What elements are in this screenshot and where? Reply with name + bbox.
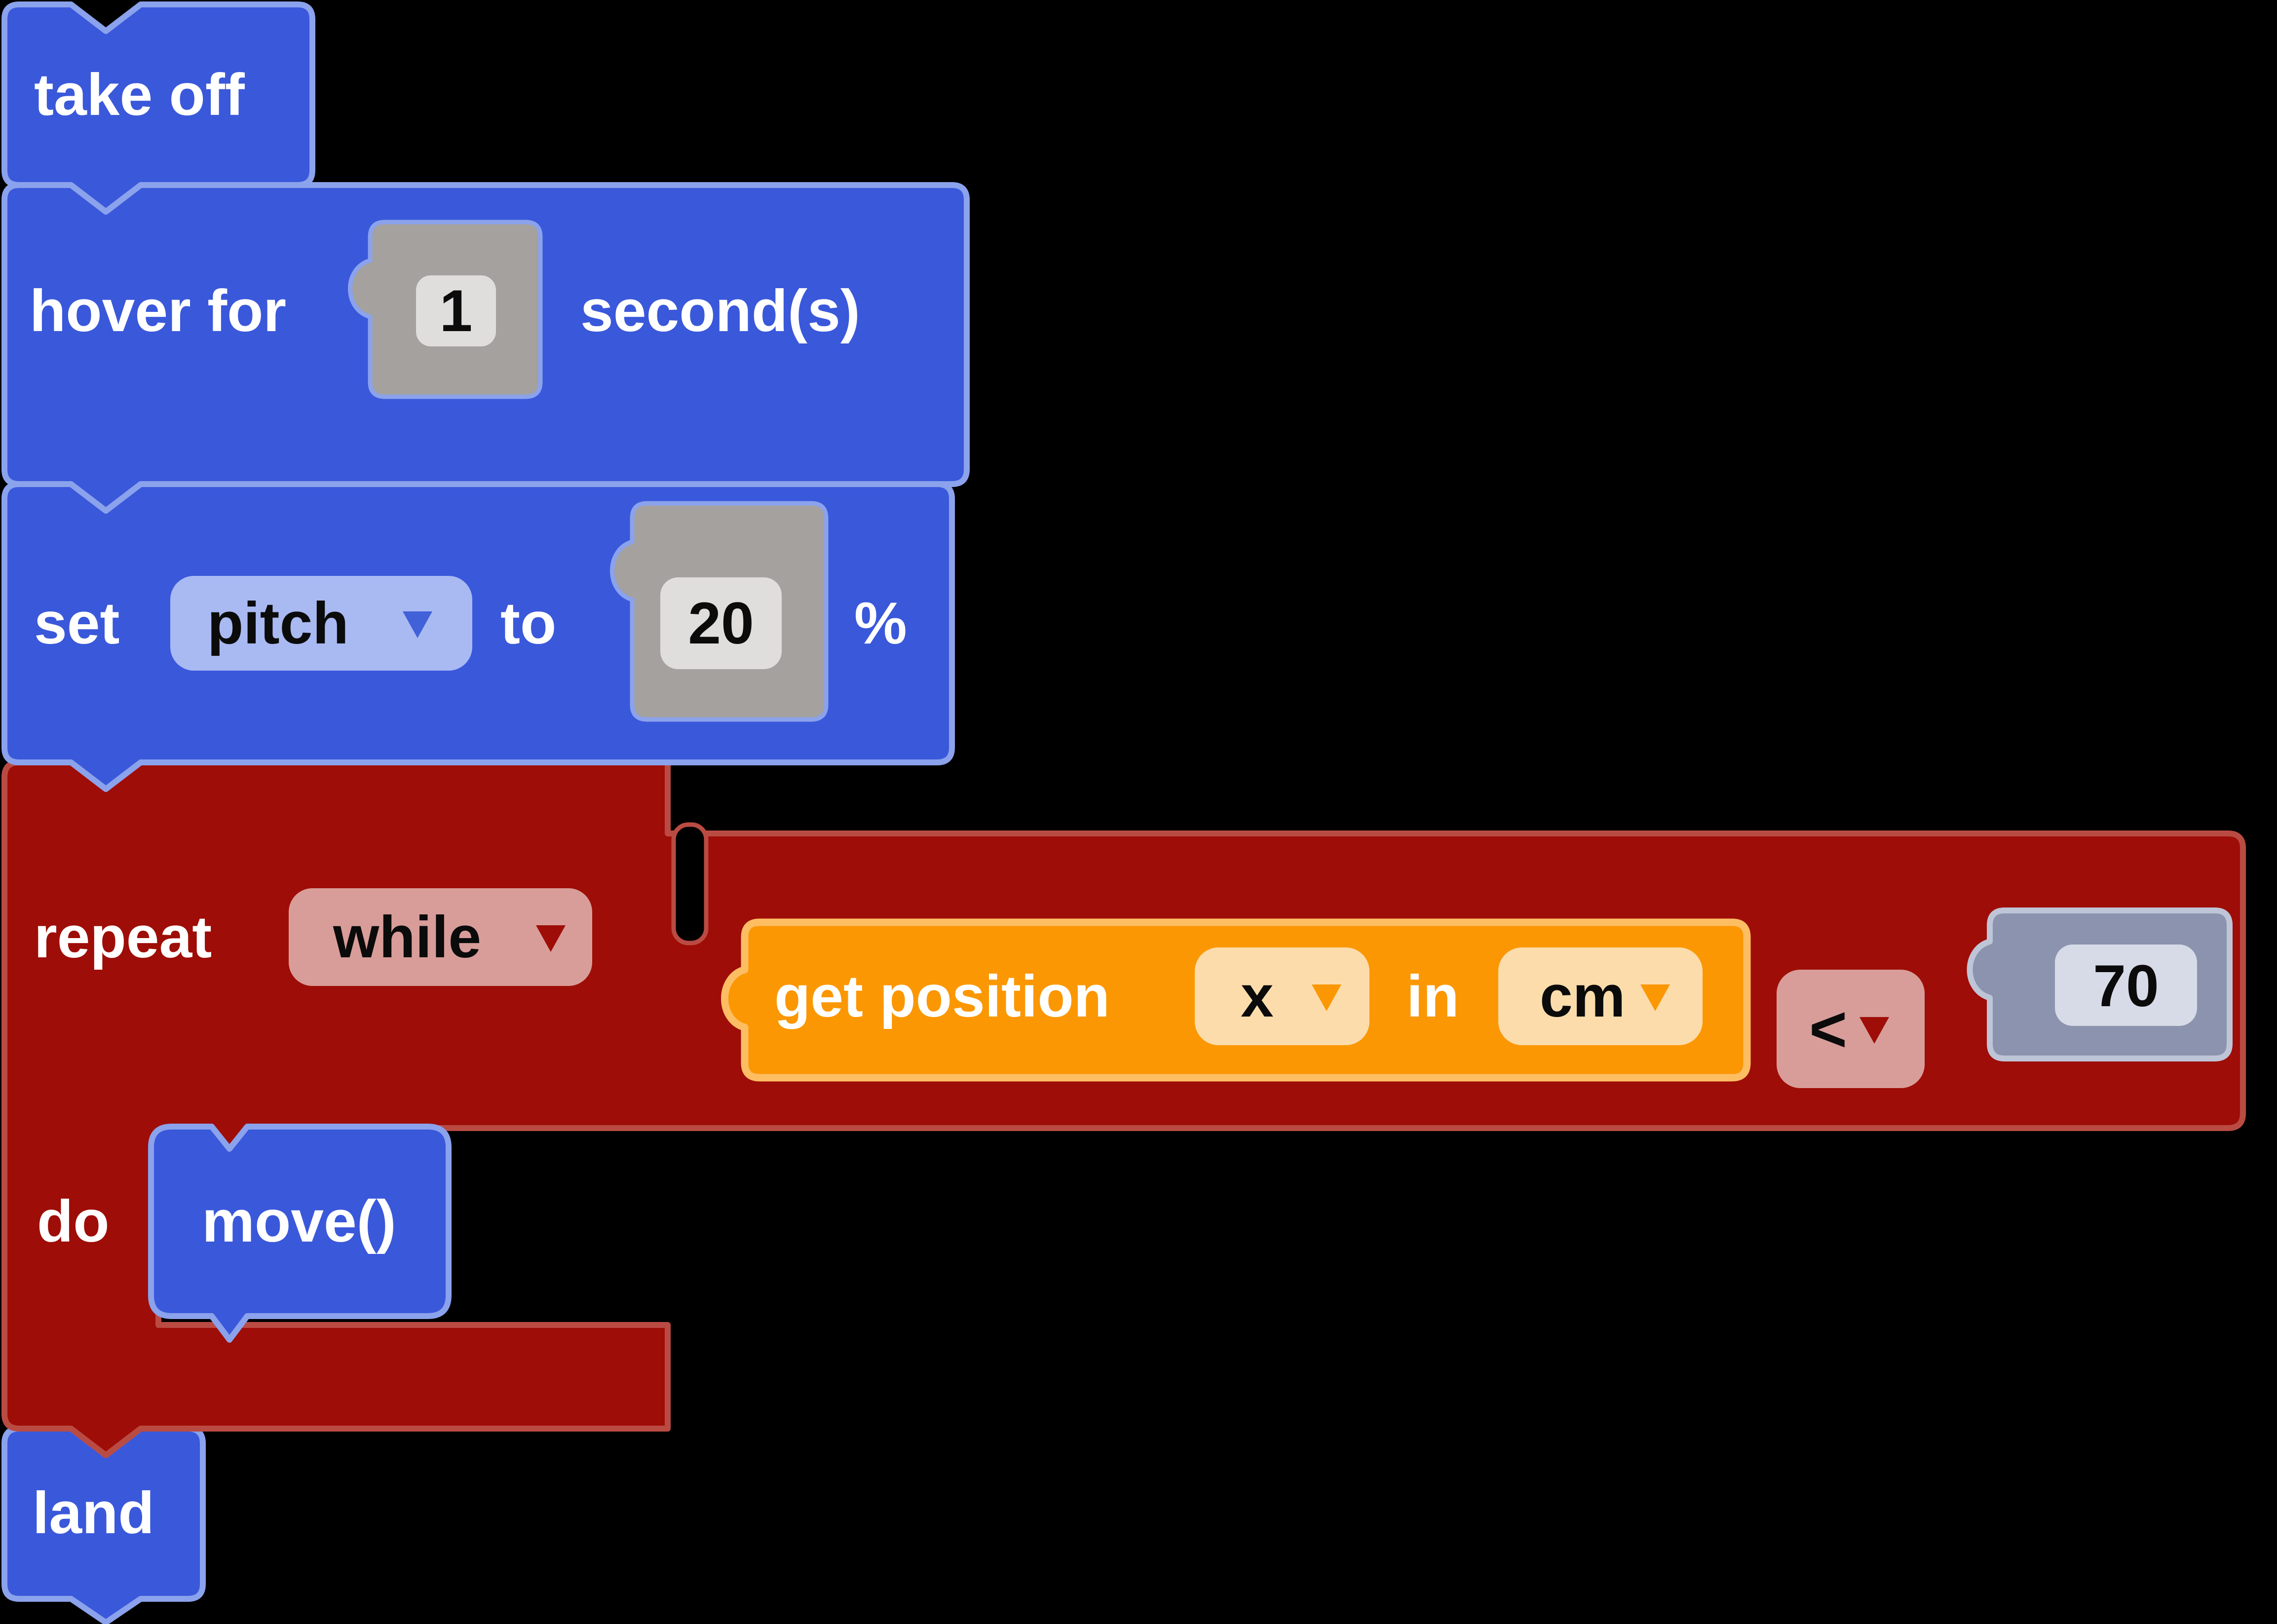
dropdown-arrow-icon xyxy=(1860,1017,1889,1044)
set-label: set xyxy=(34,590,119,656)
unit-dropdown[interactable]: cm xyxy=(1498,947,1703,1045)
do-label: do xyxy=(37,1188,110,1254)
move-call-label: move() xyxy=(202,1188,396,1254)
dropdown-arrow-icon xyxy=(1312,984,1341,1011)
block-take-off[interactable]: take off xyxy=(1,1,315,215)
repeat-block-shape[interactable] xyxy=(1,759,2246,1458)
block-number-70[interactable]: 70 xyxy=(1967,907,2233,1061)
get-position-label: get position xyxy=(774,963,1110,1029)
number-70-value: 70 xyxy=(2093,953,2159,1019)
to-label: to xyxy=(500,590,556,656)
block-number-1[interactable]: 1 xyxy=(348,220,543,399)
axis-value: x xyxy=(1241,963,1274,1029)
variable-dropdown[interactable]: pitch xyxy=(170,576,472,671)
block-move-call[interactable]: move() xyxy=(148,1124,452,1343)
block-land[interactable]: land xyxy=(1,1426,206,1624)
comparator-dropdown[interactable]: < xyxy=(1777,970,1925,1088)
dropdown-arrow-icon xyxy=(1640,984,1670,1011)
take-off-label: take off xyxy=(34,62,245,128)
unit-value: cm xyxy=(1540,963,1625,1029)
number-70-field[interactable] xyxy=(2055,944,2197,1026)
dropdown-arrow-icon xyxy=(536,925,566,952)
hover-label: hover for xyxy=(30,278,286,344)
axis-dropdown[interactable]: x xyxy=(1195,947,1369,1045)
take-off-block-shape[interactable] xyxy=(1,1,315,215)
repeat-mode-value: while xyxy=(333,904,481,970)
number-20-value: 20 xyxy=(688,590,754,656)
block-number-20[interactable]: 20 xyxy=(610,501,829,722)
seconds-label: second(s) xyxy=(580,278,860,344)
land-label: land xyxy=(33,1480,154,1546)
repeat-label: repeat xyxy=(34,904,212,970)
condition-socket-notch-icon xyxy=(671,822,709,945)
number-20-field[interactable] xyxy=(660,577,782,669)
in-label: in xyxy=(1406,963,1459,1029)
block-hover[interactable]: hover for 1 second(s) xyxy=(1,182,970,514)
percent-label: % xyxy=(854,590,907,656)
block-repeat-while[interactable]: repeat while do xyxy=(1,759,2246,1458)
dropdown-arrow-icon xyxy=(403,611,432,638)
block-get-position[interactable]: get position x in cm xyxy=(721,918,1751,1082)
number-1-field[interactable] xyxy=(416,275,496,346)
block-set-pitch[interactable]: set pitch to 20 % xyxy=(1,481,955,792)
number-1-value: 1 xyxy=(440,278,473,344)
comparator-value: < xyxy=(1809,993,1847,1065)
move-block-shape[interactable] xyxy=(148,1124,452,1343)
repeat-mode-dropdown[interactable]: while xyxy=(289,888,592,986)
variable-value: pitch xyxy=(207,590,349,656)
